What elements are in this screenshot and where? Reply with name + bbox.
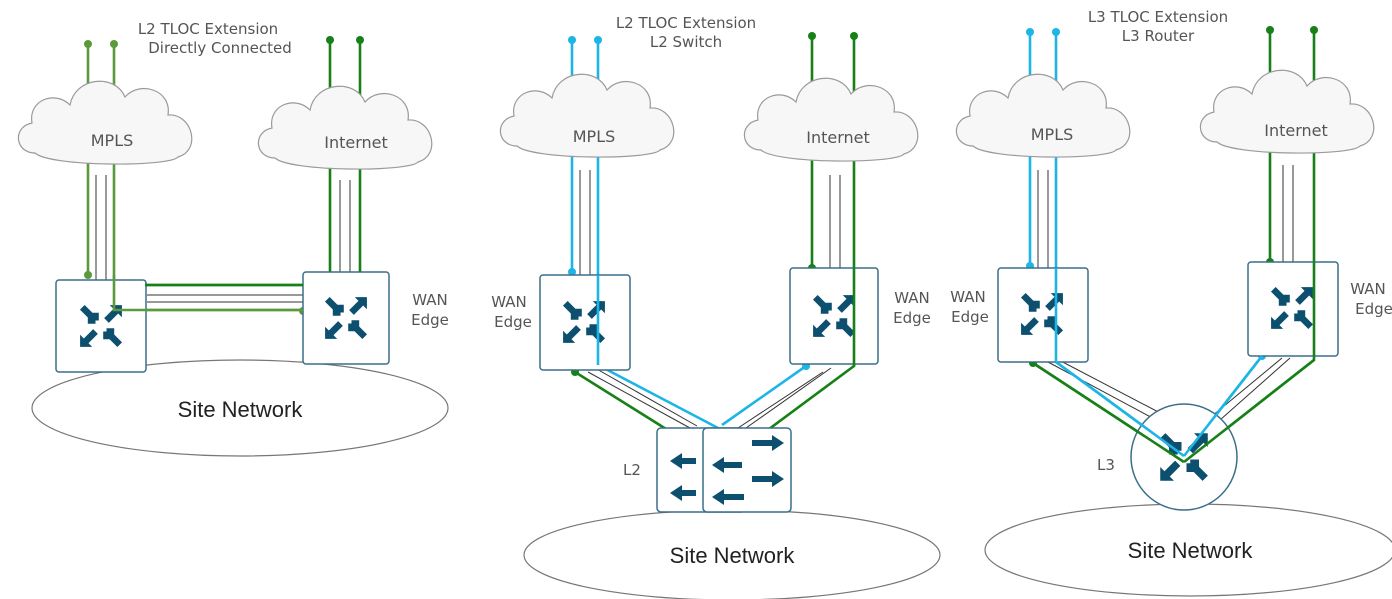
wan-edge-left-line1: WAN — [491, 293, 527, 311]
wan-edge-router-right — [789, 267, 879, 365]
panel3-title-line2: L3 Router — [1122, 27, 1195, 45]
l2-device-label: L2 — [623, 461, 641, 479]
wan-edge-label-line2: Edge — [411, 311, 449, 329]
cloud-icon — [743, 77, 919, 162]
internet-cloud-label: Internet — [324, 133, 388, 152]
panel-directly-connected: L2 TLOC Extension Directly Connected Sit… — [17, 20, 449, 457]
wan-edge-left-line1: WAN — [950, 288, 986, 306]
cloud-icon — [257, 85, 433, 170]
l3-router-circle — [1130, 403, 1238, 511]
mpls-cloud-label: MPLS — [1031, 125, 1074, 144]
wan-edge-router-right — [302, 271, 390, 365]
wan-edge-right-line2: Edge — [893, 309, 931, 327]
panel3-title-line1: L3 TLOC Extension — [1088, 8, 1228, 26]
switch-icon — [656, 427, 792, 513]
l3-device-label: L3 — [1097, 456, 1115, 474]
wan-edge-router-right — [1247, 261, 1339, 357]
panel-l2-switch: L2 TLOC Extension L2 Switch Site Network — [491, 14, 941, 599]
wan-edge-right-line2: Edge — [1355, 300, 1392, 318]
wan-edge-left-line2: Edge — [951, 308, 989, 326]
panel2-title-line2: L2 Switch — [650, 33, 722, 51]
internet-cloud-label: Internet — [1264, 121, 1328, 140]
panel-l3-router: L3 TLOC Extension L3 Router Site Network — [950, 8, 1392, 597]
wan-edge-router-left — [997, 267, 1089, 363]
panel1-title-line2: Directly Connected — [148, 39, 292, 57]
cloud-icon — [955, 73, 1131, 158]
wan-edge-left-line2: Edge — [494, 313, 532, 331]
wan-edge-right-line1: WAN — [894, 289, 930, 307]
wan-edge-router-left — [55, 279, 147, 373]
mpls-cloud-label: MPLS — [91, 131, 134, 150]
mpls-cloud-label: MPLS — [573, 127, 616, 146]
cloud-icon — [17, 80, 193, 165]
site-network-label: Site Network — [1128, 538, 1254, 563]
internet-cloud-label: Internet — [806, 128, 870, 147]
wan-edge-router-left — [539, 274, 631, 371]
cloud-icon — [1199, 69, 1375, 154]
site-network-label: Site Network — [178, 397, 304, 422]
panel2-title-line1: L2 TLOC Extension — [616, 14, 756, 32]
wan-edge-right-line1: WAN — [1350, 280, 1386, 298]
wan-edge-label-line1: WAN — [412, 291, 448, 309]
panel1-title-line1: L2 TLOC Extension — [138, 20, 278, 38]
site-network-label: Site Network — [670, 543, 796, 568]
site-network-ellipse — [31, 359, 449, 457]
